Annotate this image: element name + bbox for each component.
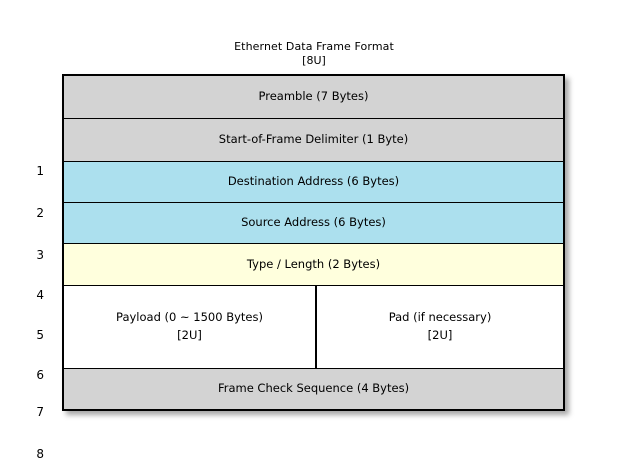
ethernet-frame-table: Preamble (7 Bytes) Start-of-Frame Delimi… (62, 74, 565, 411)
frame-field-source-address: Source Address (6 Bytes) (64, 203, 563, 243)
frame-field-payload: Payload (0 ~ 1500 Bytes) [2U] (64, 286, 317, 368)
frame-row-source-address: Source Address (6 Bytes) (64, 203, 563, 244)
page-title: Ethernet Data Frame Format (234, 40, 394, 53)
frame-row-preamble: Preamble (7 Bytes) (64, 76, 563, 119)
row-number-gutter: 1 2 3 4 5 6 7 8 (0, 74, 56, 460)
frame-field-type-length: Type / Length (2 Bytes) (64, 244, 563, 285)
row-number-5: 5 (36, 328, 44, 342)
frame-field-pad-sublabel: [2U] (427, 328, 453, 342)
frame-row-frame-check-sequence: Frame Check Sequence (4 Bytes) (64, 369, 563, 409)
frame-row-sfd: Start-of-Frame Delimiter (1 Byte) (64, 119, 563, 162)
diagram-canvas: Ethernet Data Frame Format [8U] 1 2 3 4 … (0, 40, 628, 460)
row-number-4: 4 (36, 288, 44, 302)
row-number-3: 3 (36, 248, 44, 262)
frame-field-pad-label: Pad (if necessary) (388, 310, 492, 325)
row-number-8: 8 (36, 447, 44, 461)
frame-field-start-of-frame-delimiter: Start-of-Frame Delimiter (1 Byte) (64, 119, 563, 161)
row-number-1: 1 (36, 164, 44, 178)
frame-field-payload-sublabel: [2U] (177, 328, 202, 342)
diagram-title-block: Ethernet Data Frame Format [8U] (0, 40, 628, 68)
row-number-6: 6 (36, 368, 44, 382)
frame-row-type-length: Type / Length (2 Bytes) (64, 244, 563, 286)
frame-row-destination-address: Destination Address (6 Bytes) (64, 162, 563, 203)
page-subtitle: [8U] (302, 53, 326, 67)
frame-row-payload-pad: Payload (0 ~ 1500 Bytes) [2U] Pad (if ne… (64, 286, 563, 369)
frame-field-pad: Pad (if necessary) [2U] (317, 286, 563, 368)
frame-field-destination-address: Destination Address (6 Bytes) (64, 162, 563, 202)
row-number-2: 2 (36, 206, 44, 220)
frame-field-frame-check-sequence: Frame Check Sequence (4 Bytes) (64, 369, 563, 409)
frame-field-payload-label: Payload (0 ~ 1500 Bytes) (116, 310, 263, 325)
row-number-7: 7 (36, 405, 44, 419)
frame-field-preamble: Preamble (7 Bytes) (64, 76, 563, 118)
